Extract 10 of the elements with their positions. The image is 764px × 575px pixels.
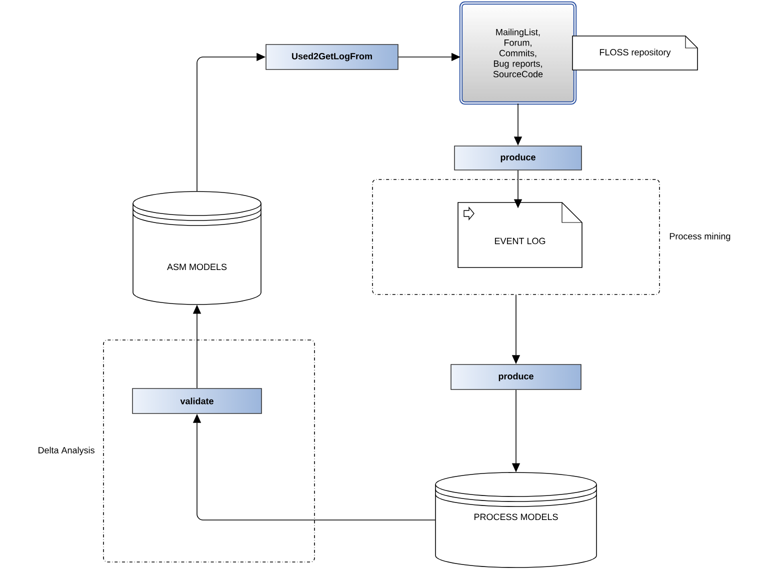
group-label: Delta Analysis: [38, 446, 94, 456]
database-cylinder: ASM MODELS: [132, 191, 262, 305]
label-box: produce: [454, 146, 582, 170]
database-cylinder: PROCESS MODELS: [435, 472, 597, 568]
label-box: Used2GetLogFrom: [266, 44, 398, 70]
node-label: PROCESS MODELS: [474, 514, 558, 520]
group-label: Process mining: [670, 232, 730, 242]
label-box: produce: [450, 364, 582, 390]
source-box: MailingList, Forum, Commits, Bug reports, SourceCode: [459, 1, 577, 105]
label-box: validate: [132, 388, 262, 414]
